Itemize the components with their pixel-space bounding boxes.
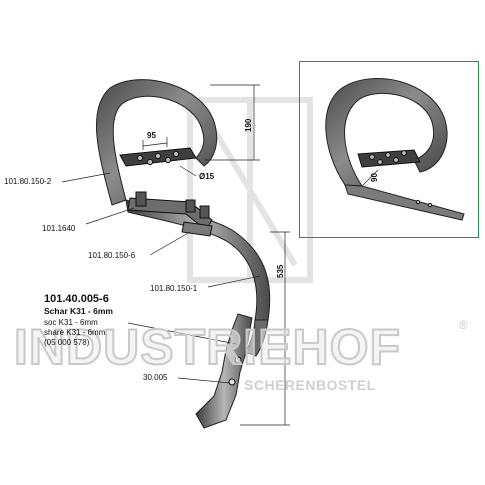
label-part-101-80-150-6: 101.80.150-6 [88,251,136,260]
label-part-101-1640: 101.1640 [42,224,76,233]
dimension-diameter: Ø15 [199,172,215,181]
dimension-90: 90 [370,173,379,182]
mounting-plate [119,147,197,167]
main-part-alt: (05 000 578) [44,338,90,347]
dimension-95: 95 [147,131,156,140]
main-part-number: 101.40.005-6 [44,293,109,305]
leader-lines [61,172,261,384]
label-part-30-005: 30.005 [143,373,168,382]
watermark-brand: INDUSTRIEHOF [13,318,401,376]
label-part-101-80-150-1: 101.80.150-1 [150,284,198,293]
main-part-en: share K31 - 6mm [44,328,106,337]
label-part-101-80-150-2: 101.80.150-2 [4,177,52,186]
watermark-location: SCHERENBOSTEL [244,377,376,393]
main-part-fr: soc K31 - 6mm [44,318,98,327]
main-part-de: Schar K31 - 6mm [44,306,113,316]
share-blade [195,313,253,429]
inset-tine [325,78,465,221]
clamp-bracket [127,191,213,237]
dimension-190: 190 [244,118,253,132]
inset-detail-frame [299,61,479,238]
dimension-lines [142,84,290,426]
dimension-535: 535 [276,264,285,278]
watermark-registered-mark: ® [459,318,468,332]
